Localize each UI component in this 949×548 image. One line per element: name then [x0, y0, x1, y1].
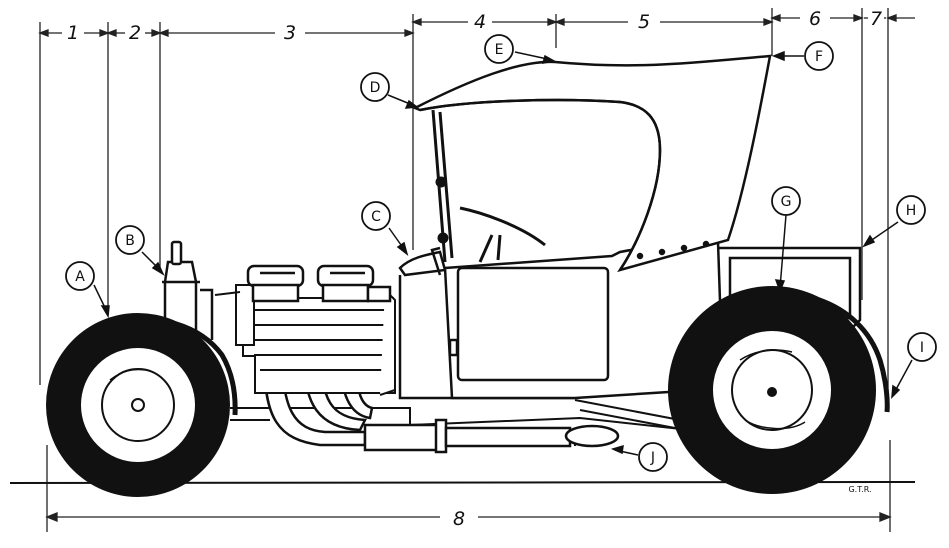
front-fender: [109, 315, 238, 416]
callout-f: F: [804, 41, 834, 71]
callouts: A B C D E F G H: [65, 34, 937, 472]
callout-label-i: I: [920, 340, 924, 356]
windshield: [431, 109, 454, 263]
callout-a: A: [65, 261, 95, 291]
bottom-dimension-line: [45, 512, 892, 522]
dim-label-1: 1: [67, 22, 79, 44]
engine: [214, 284, 396, 396]
dim-label-3: 3: [284, 22, 296, 44]
callout-label-f: F: [815, 49, 823, 65]
rear-wheel: [668, 286, 876, 494]
callout-label-a: A: [75, 269, 85, 285]
callout-h: H: [896, 195, 926, 225]
dim-label-2: 2: [129, 22, 141, 44]
dim-label-4: 4: [474, 11, 486, 33]
callout-label-e: E: [495, 42, 504, 58]
dim-label-7: 7: [870, 8, 882, 30]
callout-label-d: D: [370, 80, 381, 96]
extension-lines: [39, 8, 891, 532]
callout-d: D: [360, 72, 390, 102]
leader-lines: [93, 50, 913, 456]
callout-b: B: [115, 225, 145, 255]
convertible-top: [411, 54, 772, 273]
dim-label-5: 5: [638, 11, 650, 33]
dim-label-6: 6: [809, 8, 821, 30]
callout-label-h: H: [906, 203, 917, 219]
callout-c: C: [361, 201, 391, 231]
callout-g: G: [771, 186, 801, 216]
artist-signature: G.T.R.: [848, 485, 871, 494]
callout-label-g: G: [781, 194, 792, 210]
callout-label-j: J: [650, 450, 655, 466]
callout-label-b: B: [125, 233, 135, 249]
top-dimension-lines: [38, 14, 915, 37]
front-wheel: [46, 313, 230, 497]
dim-label-8: 8: [453, 508, 465, 530]
steering-wheel: [459, 206, 546, 263]
rear-fender: [724, 290, 890, 413]
carburetors: [246, 264, 392, 303]
callout-label-c: C: [371, 209, 381, 225]
callout-j: J: [638, 442, 668, 472]
dimension-labels: 1 2 3 4 5 6 7 8: [67, 8, 882, 530]
callout-i: I: [907, 332, 937, 362]
callout-e: E: [484, 34, 514, 64]
